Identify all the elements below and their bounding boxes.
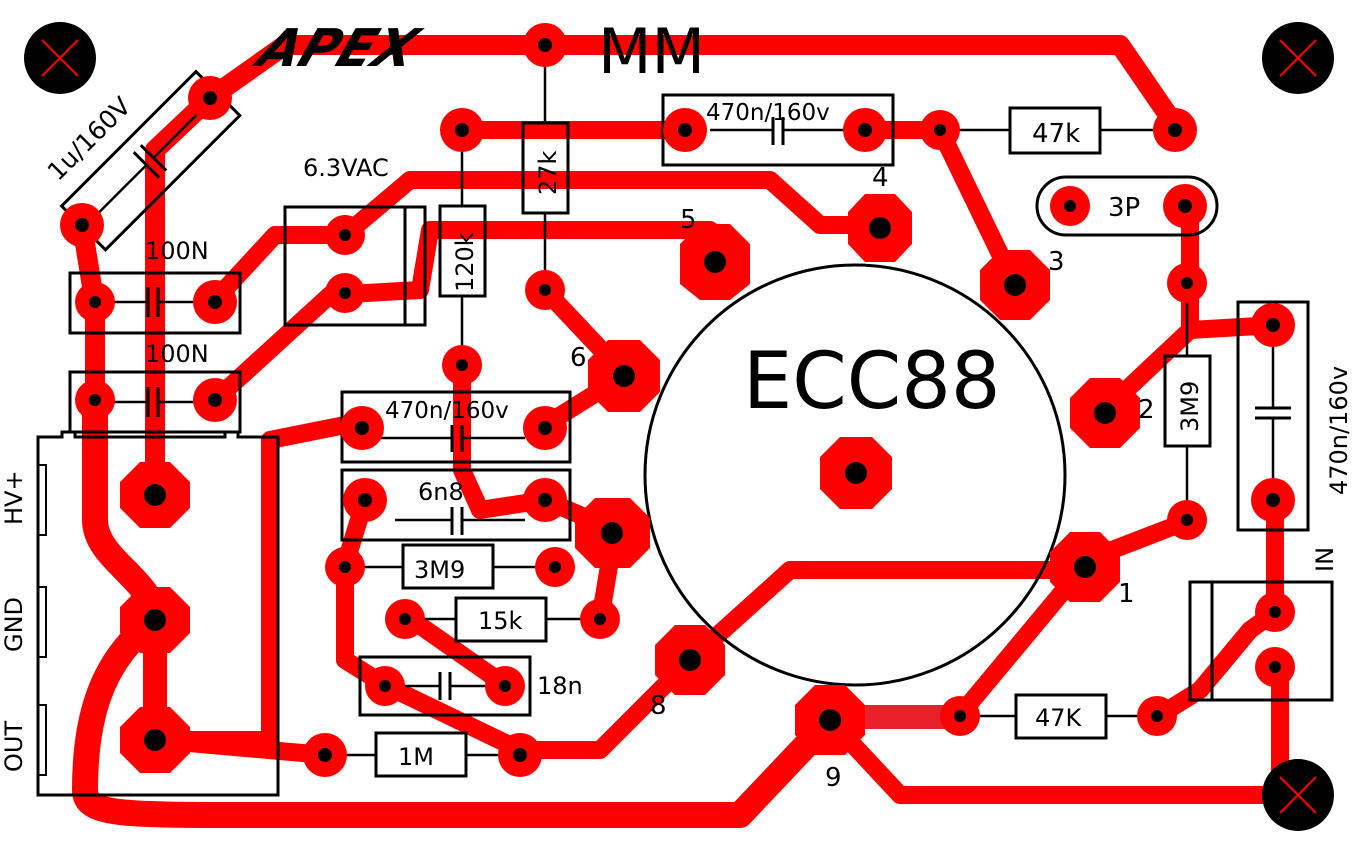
c-6n8-outline bbox=[340, 468, 572, 542]
heater-connector-outline bbox=[283, 205, 427, 327]
pin-label-5: 5 bbox=[680, 205, 697, 235]
label-r-120k: 120k bbox=[451, 232, 479, 292]
model-label: MM bbox=[598, 15, 705, 88]
label-gnd: GND bbox=[0, 597, 28, 652]
trace-pin8 bbox=[681, 511, 1199, 669]
silkscreen bbox=[36, 60, 1334, 797]
trace-heater-a bbox=[206, 226, 354, 309]
power-out-connector-outline bbox=[36, 430, 280, 797]
trace-6n8 bbox=[336, 491, 394, 694]
label-hv: HV+ bbox=[0, 470, 28, 525]
brand-logo: APEX bbox=[247, 18, 430, 79]
pads bbox=[60, 23, 1295, 777]
label-r-47k-bottom: 47K bbox=[1035, 704, 1083, 732]
label-c-100n-b: 100N bbox=[145, 340, 209, 368]
label-c-1u: 1u/160V bbox=[42, 91, 137, 186]
label-out: OUT bbox=[0, 721, 28, 772]
trace-top-bus bbox=[145, 35, 1185, 505]
tube-socket-outline bbox=[643, 263, 1067, 687]
trace-pin4 bbox=[336, 171, 889, 244]
trace-18n bbox=[376, 651, 699, 759]
label-c-470n-right: 470n/160v bbox=[1325, 366, 1353, 495]
pin-label-8: 8 bbox=[650, 691, 667, 721]
c-100n-a-outline bbox=[68, 271, 242, 335]
c-100n-b-outline bbox=[68, 370, 242, 434]
trace-in bbox=[1151, 491, 1284, 724]
label-r-1m: 1M bbox=[398, 743, 434, 771]
label-c-6n8: 6n8 bbox=[418, 478, 464, 506]
label-c-100n-a: 100N bbox=[145, 237, 209, 265]
label-heater: 6.3VAC bbox=[303, 154, 389, 182]
trace-left-bus bbox=[72, 387, 843, 828]
pin-label-2: 2 bbox=[1138, 395, 1155, 425]
label-c-470n-top: 470n/160v bbox=[706, 100, 830, 126]
label-c-3p: 3P bbox=[1108, 193, 1140, 223]
pin-label-1: 1 bbox=[1118, 579, 1135, 609]
mounting-hole-top-left bbox=[24, 22, 96, 94]
pin-label-3: 3 bbox=[1048, 247, 1065, 277]
label-r-15k: 15k bbox=[478, 607, 523, 635]
tube-label: ECC88 bbox=[743, 337, 1000, 427]
label-in: IN bbox=[1311, 547, 1339, 572]
c-470n-right-outline bbox=[1236, 300, 1310, 532]
pin-label-4: 4 bbox=[872, 163, 889, 193]
drill-holes bbox=[75, 38, 1281, 762]
label-c-470n-mid: 470n/160v bbox=[385, 398, 509, 424]
mounting-hole-top-right bbox=[1262, 22, 1334, 94]
label-r-47k-top: 47k bbox=[1032, 119, 1080, 149]
mounting-hole-bottom-right bbox=[1262, 759, 1334, 831]
pin-label-6: 6 bbox=[570, 343, 587, 373]
label-r-3m9-mid: 3M9 bbox=[414, 556, 465, 584]
in-connector-outline bbox=[1188, 580, 1334, 702]
label-r-27k: 27k bbox=[534, 150, 562, 195]
c-18n-outline bbox=[358, 655, 532, 717]
trace-pin2 bbox=[1096, 196, 1199, 419]
trace-out bbox=[146, 416, 369, 749]
label-c-18n: 18n bbox=[537, 672, 583, 700]
pin-label-9: 9 bbox=[825, 763, 842, 793]
c-3p-outline bbox=[1035, 175, 1219, 237]
trace-bottom-return bbox=[821, 656, 1289, 804]
label-r-3m9-right: 3M9 bbox=[1176, 381, 1204, 432]
